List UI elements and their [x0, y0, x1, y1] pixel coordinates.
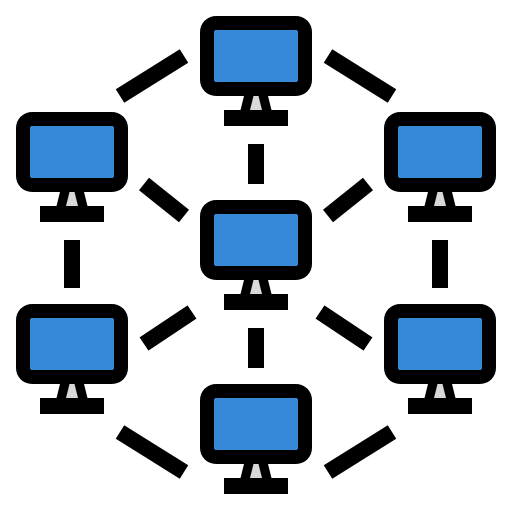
network-link-top-upper-left [115, 49, 189, 103]
network-nodes [16, 16, 496, 494]
monitor-screen [30, 318, 114, 370]
monitor-stand [66, 190, 78, 206]
monitor-base [40, 206, 104, 222]
monitor-base [224, 110, 288, 126]
monitor-screen [398, 318, 482, 370]
monitor-base [408, 398, 472, 414]
monitor-stand [250, 278, 262, 294]
network-link-upper-left-center [139, 177, 189, 223]
network-link-center-lower-right [315, 305, 373, 351]
monitor-base [40, 398, 104, 414]
monitor-base [224, 478, 288, 494]
network-link-lower-left-bottom [115, 425, 189, 479]
monitor-stand [66, 382, 78, 398]
monitor-stand [434, 190, 446, 206]
monitor-icon-lower-left [16, 304, 128, 414]
monitor-icon-top [200, 16, 312, 126]
monitor-icon-lower-right [384, 304, 496, 414]
monitor-stand [250, 462, 262, 478]
network-link-lower-right-bottom [323, 425, 397, 479]
monitor-stand [434, 382, 446, 398]
monitor-base [408, 206, 472, 222]
network-link-upper-right-center [323, 177, 373, 223]
monitor-icon-center [200, 200, 312, 310]
network-link-top-upper-right [323, 49, 397, 103]
monitor-screen [398, 126, 482, 178]
monitor-screen [30, 126, 114, 178]
network-links [64, 49, 448, 479]
monitor-icon-upper-left [16, 112, 128, 222]
monitor-screen [214, 214, 298, 266]
monitor-icon-bottom [200, 384, 312, 494]
network-link-center-lower-left [139, 305, 197, 351]
monitor-screen [214, 30, 298, 82]
monitor-icon-upper-right [384, 112, 496, 222]
monitor-stand [250, 94, 262, 110]
monitor-screen [214, 398, 298, 450]
monitor-base [224, 294, 288, 310]
